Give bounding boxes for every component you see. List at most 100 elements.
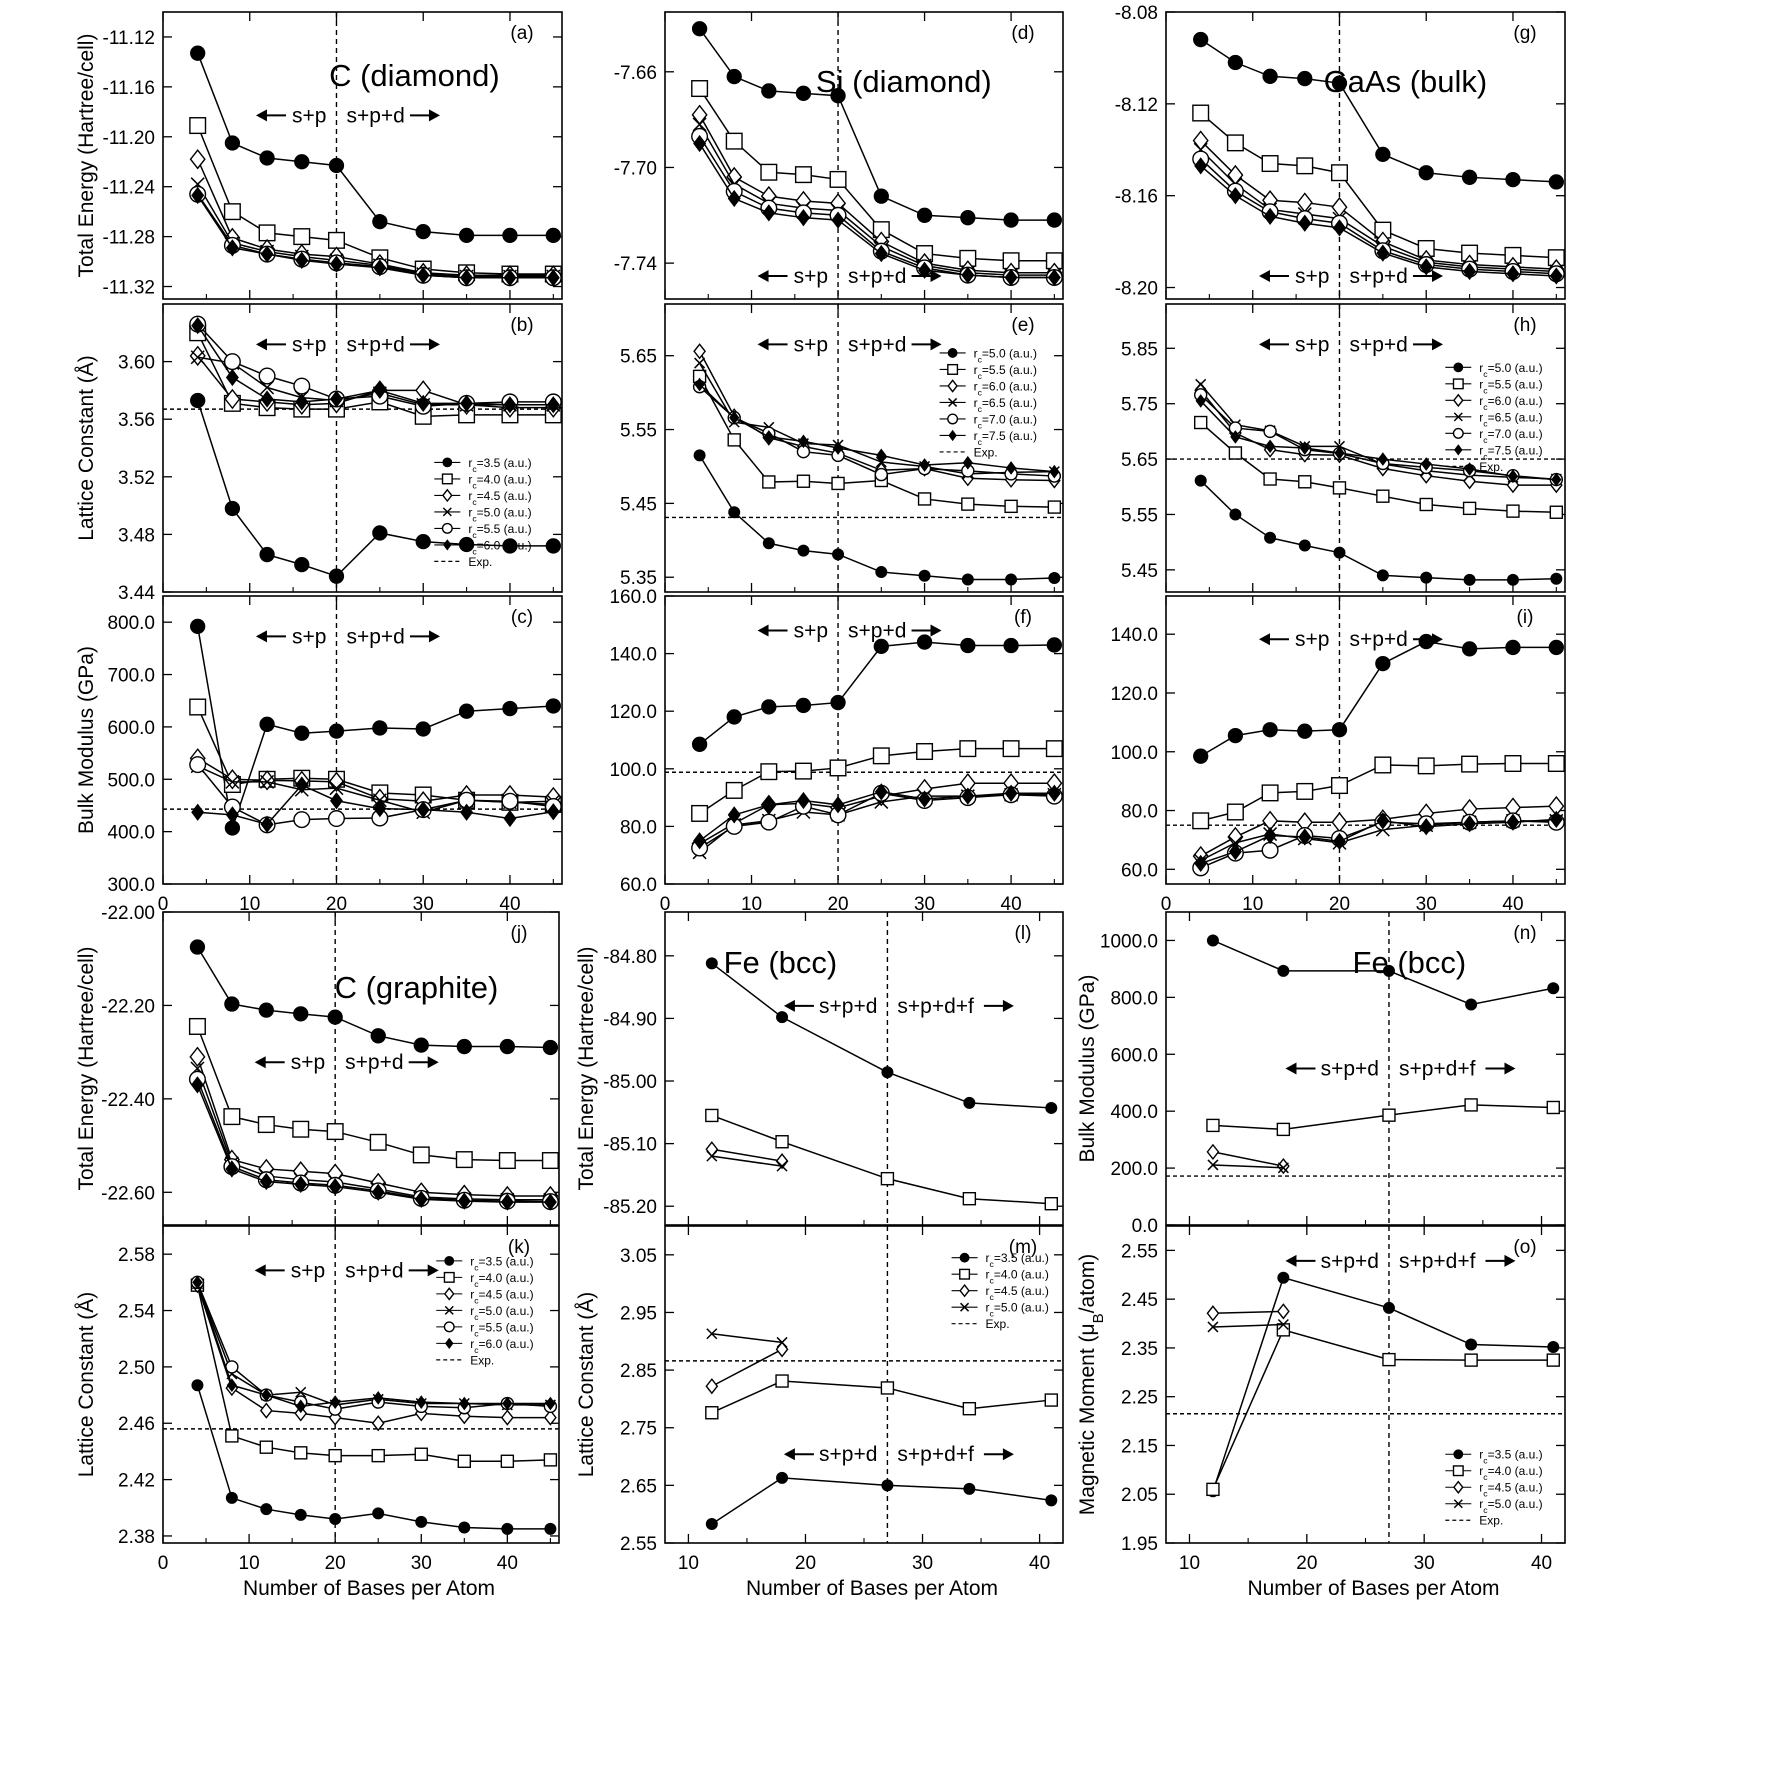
data-point bbox=[416, 266, 430, 284]
data-point bbox=[880, 1171, 895, 1186]
data-point bbox=[872, 747, 890, 765]
legend-marker bbox=[442, 457, 453, 468]
data-point bbox=[1227, 54, 1244, 71]
data-point bbox=[726, 709, 742, 725]
data-point bbox=[372, 720, 388, 736]
series-line-1 bbox=[711, 962, 1052, 1109]
data-point bbox=[1419, 258, 1433, 276]
legend-entry: rc=6.0 (a.u.) bbox=[1479, 394, 1542, 412]
y-tick-label: 800.0 bbox=[107, 613, 155, 634]
data-point bbox=[831, 796, 845, 814]
legend-entry: rc=4.0 (a.u.) bbox=[470, 1271, 533, 1289]
data-point bbox=[1004, 784, 1018, 802]
data-point bbox=[881, 1066, 894, 1079]
data-point bbox=[259, 1172, 273, 1191]
panel-label: (a) bbox=[510, 23, 533, 44]
legend-marker bbox=[1453, 362, 1464, 373]
data-point bbox=[460, 269, 474, 287]
data-point bbox=[1277, 1271, 1290, 1284]
data-point bbox=[1263, 472, 1277, 486]
y-tick-label: -8.16 bbox=[1115, 187, 1158, 208]
series-line-3 bbox=[1200, 140, 1557, 270]
panel-label: (j) bbox=[511, 923, 528, 944]
basis-annotation-left-text: s+p bbox=[1295, 265, 1329, 288]
data-point bbox=[460, 394, 474, 412]
legend-entry: rc=5.0 (a.u.) bbox=[468, 505, 531, 523]
data-point bbox=[328, 1448, 342, 1463]
data-point bbox=[414, 1447, 428, 1461]
legend: rc=3.5 (a.u.)rc=4.0 (a.u.)rc=4.5 (a.u.)r… bbox=[1445, 1448, 1543, 1528]
series-line-3 bbox=[196, 1284, 551, 1425]
series-line-3 bbox=[699, 782, 1055, 845]
y-tick-label: 400.0 bbox=[107, 823, 155, 844]
data-point bbox=[1461, 169, 1478, 185]
y-tick-label: -22.20 bbox=[101, 996, 155, 1017]
data-point bbox=[500, 1454, 515, 1468]
data-point bbox=[225, 1429, 239, 1443]
legend-entry: Exp. bbox=[974, 445, 998, 459]
panel-title: Fe (bcc) bbox=[1353, 945, 1467, 980]
data-point bbox=[1045, 1494, 1058, 1507]
series-line-2 bbox=[1200, 112, 1557, 259]
series-line-2 bbox=[196, 1026, 551, 1162]
legend-marker bbox=[442, 488, 453, 503]
legend-marker bbox=[947, 413, 959, 425]
data-point bbox=[705, 1378, 719, 1395]
legend-entry: Exp. bbox=[1479, 1514, 1503, 1528]
x-tick-label: 30 bbox=[411, 1553, 432, 1574]
series-line-3 bbox=[1200, 805, 1557, 857]
data-point bbox=[916, 634, 933, 650]
data-point bbox=[1382, 964, 1395, 977]
series-line-2 bbox=[699, 747, 1055, 815]
x-tick-label: 0 bbox=[158, 894, 169, 915]
data-point bbox=[960, 637, 976, 654]
data-point bbox=[794, 166, 812, 184]
y-axis-label: Lattice Constant (Å) bbox=[75, 1292, 98, 1478]
data-point bbox=[760, 813, 778, 831]
basis-annotation-right-text: s+p+d+f bbox=[1399, 1250, 1476, 1273]
panel-label: (e) bbox=[1011, 315, 1034, 336]
x-tick-label: 20 bbox=[1296, 1553, 1317, 1574]
data-point bbox=[259, 1440, 274, 1454]
x-tick-label: 40 bbox=[1029, 1553, 1050, 1574]
basis-annotation-right-arrow-head bbox=[1504, 1062, 1516, 1075]
data-point bbox=[829, 759, 847, 777]
legend: rc=5.0 (a.u.)rc=5.5 (a.u.)rc=6.0 (a.u.)r… bbox=[939, 346, 1037, 459]
data-point bbox=[832, 441, 844, 455]
data-point bbox=[1045, 1101, 1058, 1114]
legend-marker bbox=[441, 473, 453, 485]
basis-annotation-left-arrow-head bbox=[1285, 1254, 1297, 1267]
legend-marker bbox=[1453, 1499, 1463, 1509]
data-point bbox=[260, 774, 275, 789]
basis-annotation-right-arrow-head bbox=[1431, 338, 1443, 351]
panel-label: (d) bbox=[1011, 23, 1034, 44]
data-point bbox=[1506, 813, 1520, 831]
data-point bbox=[225, 806, 239, 824]
data-point bbox=[259, 546, 275, 563]
data-point bbox=[881, 1479, 894, 1492]
data-point bbox=[373, 1391, 384, 1405]
data-point bbox=[295, 251, 309, 269]
basis-annotation-left-arrow-head bbox=[757, 624, 769, 637]
x-tick-label: 20 bbox=[1329, 894, 1350, 915]
data-point bbox=[544, 1409, 557, 1426]
legend-entry: rc=3.5 (a.u.) bbox=[470, 1254, 533, 1272]
data-point bbox=[693, 134, 707, 153]
y-tick-label: 400.0 bbox=[1110, 1102, 1158, 1123]
data-point bbox=[1549, 267, 1563, 285]
data-point bbox=[1507, 469, 1519, 484]
data-point bbox=[327, 810, 345, 828]
y-tick-label: 5.45 bbox=[1121, 561, 1158, 582]
y-tick-label: -11.32 bbox=[103, 278, 155, 299]
basis-annotation-left-arrow-head bbox=[757, 338, 769, 351]
data-point bbox=[962, 1402, 977, 1416]
data-point bbox=[1048, 571, 1061, 584]
data-point bbox=[691, 804, 709, 822]
basis-annotation-left-arrow-head bbox=[1258, 270, 1270, 283]
data-point bbox=[960, 210, 976, 226]
data-point bbox=[543, 1453, 558, 1467]
data-point bbox=[1330, 164, 1348, 182]
